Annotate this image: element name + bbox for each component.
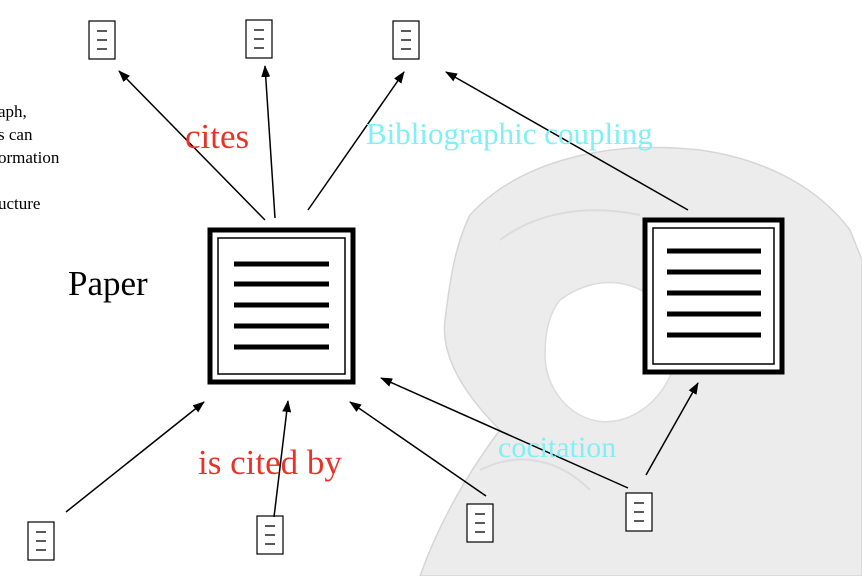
cropped-side-text: aph, s can ormation ucture: [0, 100, 59, 215]
arrow-coupling: [445, 71, 689, 211]
arrow-citedby-2: [273, 400, 292, 518]
coupled-paper-document: [642, 217, 785, 375]
arrow-cocitation-2: [645, 382, 699, 476]
small-document-top-2: [245, 19, 273, 59]
arrow-cites-1: [118, 70, 266, 221]
arrow-cites-3: [307, 71, 405, 211]
arrow-citedby-1: [65, 401, 205, 513]
small-document-bottom-2: [256, 515, 284, 555]
side-text-line: ormation: [0, 148, 60, 167]
label-cites: cites: [185, 117, 250, 156]
arrow-cocitation-1: [380, 377, 629, 489]
small-document-top-1: [88, 20, 116, 60]
arrows: [65, 65, 699, 518]
side-text-line: ucture: [0, 194, 41, 213]
side-text-line: s can: [0, 125, 33, 144]
side-text-line: aph,: [0, 102, 27, 121]
label-cocitation: cocitation: [498, 431, 617, 464]
small-document-top-3: [392, 20, 420, 60]
small-document-bottom-4: [625, 492, 653, 532]
small-document-bottom-1: [27, 521, 55, 561]
paper-document-main: [207, 227, 356, 385]
small-document-bottom-3: [466, 503, 494, 543]
label-paper: Paper: [68, 264, 148, 303]
arrow-cites-2: [261, 65, 276, 219]
arrow-citedby-3: [349, 401, 487, 497]
label-is-cited-by: is cited by: [198, 443, 342, 482]
side-text-line: [0, 169, 59, 192]
label-bibliographic-coupling: Bibliographic coupling: [366, 116, 653, 151]
